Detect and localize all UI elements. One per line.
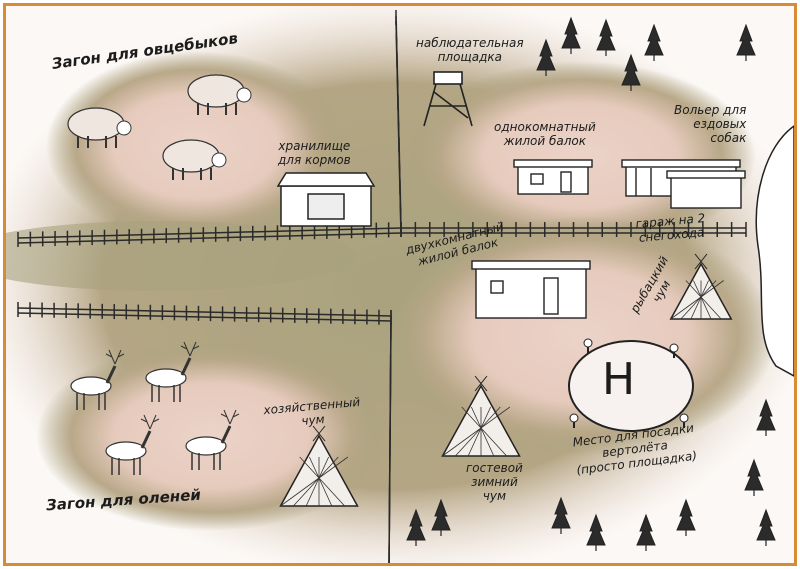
spruce-tree-icon	[636, 513, 656, 551]
spruce-tree-icon	[586, 513, 606, 551]
spruce-tree-icon	[551, 496, 571, 534]
helipad-mark: H	[602, 354, 636, 405]
spruce-tree-icon	[406, 508, 426, 546]
map-illustration	[6, 6, 794, 563]
reindeer-icon	[185, 409, 240, 470]
fishing-chum-icon	[669, 253, 733, 320]
helipad-light-icon	[583, 338, 593, 353]
helipad-light-icon	[569, 413, 579, 428]
watchtower	[423, 71, 473, 127]
feed-storage-building	[276, 172, 376, 227]
muskox-icon	[187, 74, 252, 115]
reindeer-icon	[145, 341, 200, 402]
muskox-icon	[162, 139, 227, 180]
spruce-tree-icon	[756, 398, 776, 436]
spruce-tree-icon	[644, 23, 664, 61]
dog-enclosure-and-garage	[621, 159, 746, 209]
guest-chum-icon	[441, 375, 521, 457]
spruce-tree-icon	[596, 18, 616, 56]
spruce-tree-icon	[676, 498, 696, 536]
helipad-light-icon	[669, 343, 679, 358]
spruce-tree-icon	[621, 53, 641, 91]
spruce-tree-icon	[561, 16, 581, 54]
reindeer-icon	[105, 414, 160, 475]
utility-chum-icon	[279, 425, 359, 507]
one-room-hut	[513, 159, 593, 195]
fence	[17, 227, 402, 239]
two-room-hut	[471, 260, 591, 319]
spruce-tree-icon	[736, 23, 756, 61]
helipad	[568, 340, 694, 432]
reindeer-icon	[70, 349, 125, 410]
spruce-tree-icon	[756, 508, 776, 546]
trees	[406, 16, 776, 551]
spruce-tree-icon	[744, 458, 764, 496]
map-frame: Загон для овцебыков Загон для оленей наб…	[3, 3, 797, 566]
fence	[17, 307, 392, 317]
shoreline	[755, 125, 794, 377]
helipad-light-icon	[679, 413, 689, 428]
fences	[17, 10, 747, 563]
spruce-tree-icon	[431, 498, 451, 536]
huts-clearing	[406, 61, 756, 251]
muskox-icon	[67, 107, 132, 148]
spruce-tree-icon	[536, 38, 556, 76]
